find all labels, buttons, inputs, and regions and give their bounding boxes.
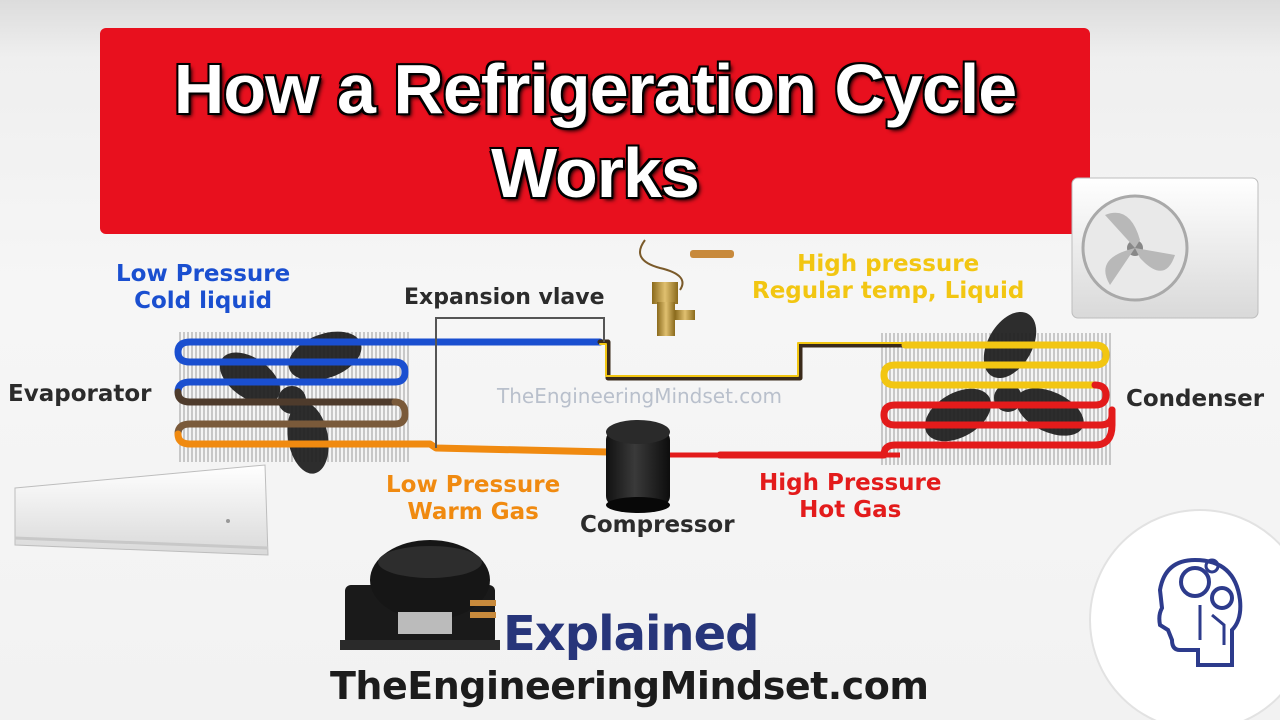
expansion-valve-label: Expansion vlave xyxy=(404,285,605,310)
evaporator-state-label: Low Pressure Cold liquid xyxy=(116,261,290,315)
high-pressure-hot-line2: Hot Gas xyxy=(799,497,902,524)
logo-emblem xyxy=(1089,509,1280,720)
evaporator-label: Evaporator xyxy=(8,381,152,407)
title-line-2: Works xyxy=(491,134,700,212)
title-line-1: How a Refrigeration Cycle xyxy=(173,50,1017,128)
compressor-symbol xyxy=(606,420,670,513)
evaporator-fins xyxy=(179,332,409,462)
valve-capillary xyxy=(435,317,605,448)
indoor-unit-image xyxy=(14,464,269,556)
high-pressure-hot-line1: High Pressure xyxy=(759,470,942,496)
outdoor-unit-image xyxy=(1071,177,1259,319)
title-banner: How a Refrigeration Cycle Works xyxy=(100,28,1090,234)
high-pressure-liquid-line2: Regular temp, Liquid xyxy=(752,278,1025,305)
condenser-fins xyxy=(881,333,1111,465)
condenser-fan xyxy=(924,311,1084,442)
high-pressure-liquid-line1: High pressure xyxy=(797,251,980,277)
explained-text: Explained xyxy=(503,606,759,662)
compressor-inlet-label: Low Pressure Warm Gas xyxy=(386,472,560,526)
low-pressure-cold-line2: Cold liquid xyxy=(134,288,273,315)
low-pressure-warm-line1: Low Pressure xyxy=(386,472,561,498)
expansion-valve-image xyxy=(639,239,734,336)
low-pressure-cold-line1: Low Pressure xyxy=(116,261,291,287)
evaporator-fan xyxy=(219,331,362,474)
footer-site-text: TheEngineeringMindset.com xyxy=(330,664,929,708)
low-pressure-warm-line2: Warm Gas xyxy=(407,499,539,526)
compressor-photo xyxy=(340,540,500,650)
compressor-outlet-label: High Pressure Hot Gas xyxy=(759,470,941,524)
condenser-state-label: High pressure Regular temp, Liquid xyxy=(752,251,1024,305)
compressor-label: Compressor xyxy=(580,512,735,538)
condenser-label: Condenser xyxy=(1126,386,1265,412)
liquid-line xyxy=(597,339,908,381)
diagram-watermark: TheEngineeringMindset.com xyxy=(497,384,783,408)
